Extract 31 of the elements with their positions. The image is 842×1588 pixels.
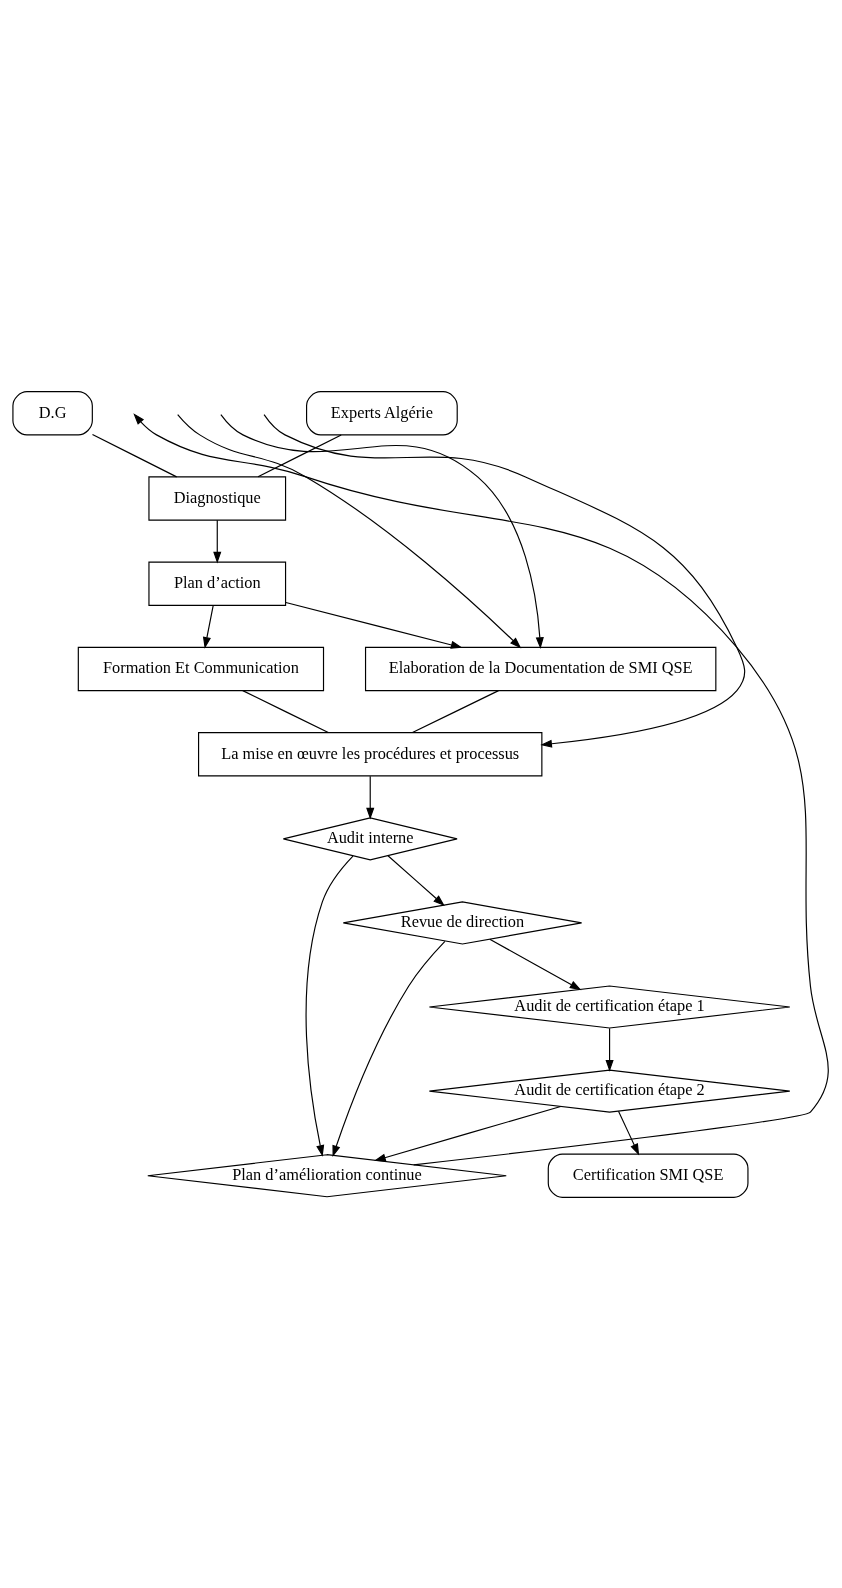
arrow: [177, 413, 522, 648]
arrow: [387, 854, 445, 906]
node-diamond: Audit de certification étape 2: [428, 1068, 791, 1113]
arrow: [263, 413, 746, 748]
node-box: Plan d’action: [148, 561, 287, 606]
arrow: [133, 412, 829, 1165]
arrow: [202, 604, 214, 649]
node-box: Formation Et Communication: [77, 646, 325, 691]
node-box: Diagnostique: [148, 475, 287, 521]
arrow: [213, 519, 222, 564]
node-box: D.G: [12, 390, 93, 435]
arrow: [605, 1027, 614, 1072]
node-box: Elaboration de la Documentation de SMI QSE: [364, 646, 717, 691]
node-box: Certification SMI QSE: [547, 1153, 749, 1198]
connector: [411, 689, 500, 733]
node-box: Experts Algérie: [306, 390, 458, 435]
connector: [257, 433, 342, 477]
arrow: [305, 854, 354, 1157]
arrow: [617, 1110, 640, 1155]
node-diamond: Audit de certification étape 1: [428, 984, 791, 1029]
arrow: [489, 938, 582, 990]
node-diamond: Revue de direction: [342, 900, 583, 945]
connector: [91, 433, 178, 477]
arrow: [366, 775, 375, 820]
arrow: [220, 413, 544, 649]
node-box: La mise en œuvre les procédures et processus: [198, 731, 543, 776]
arrow: [332, 940, 446, 1157]
connector: [242, 689, 329, 733]
arrow: [285, 601, 463, 649]
node-diamond: Audit interne: [282, 816, 458, 860]
arrow: [374, 1105, 562, 1161]
